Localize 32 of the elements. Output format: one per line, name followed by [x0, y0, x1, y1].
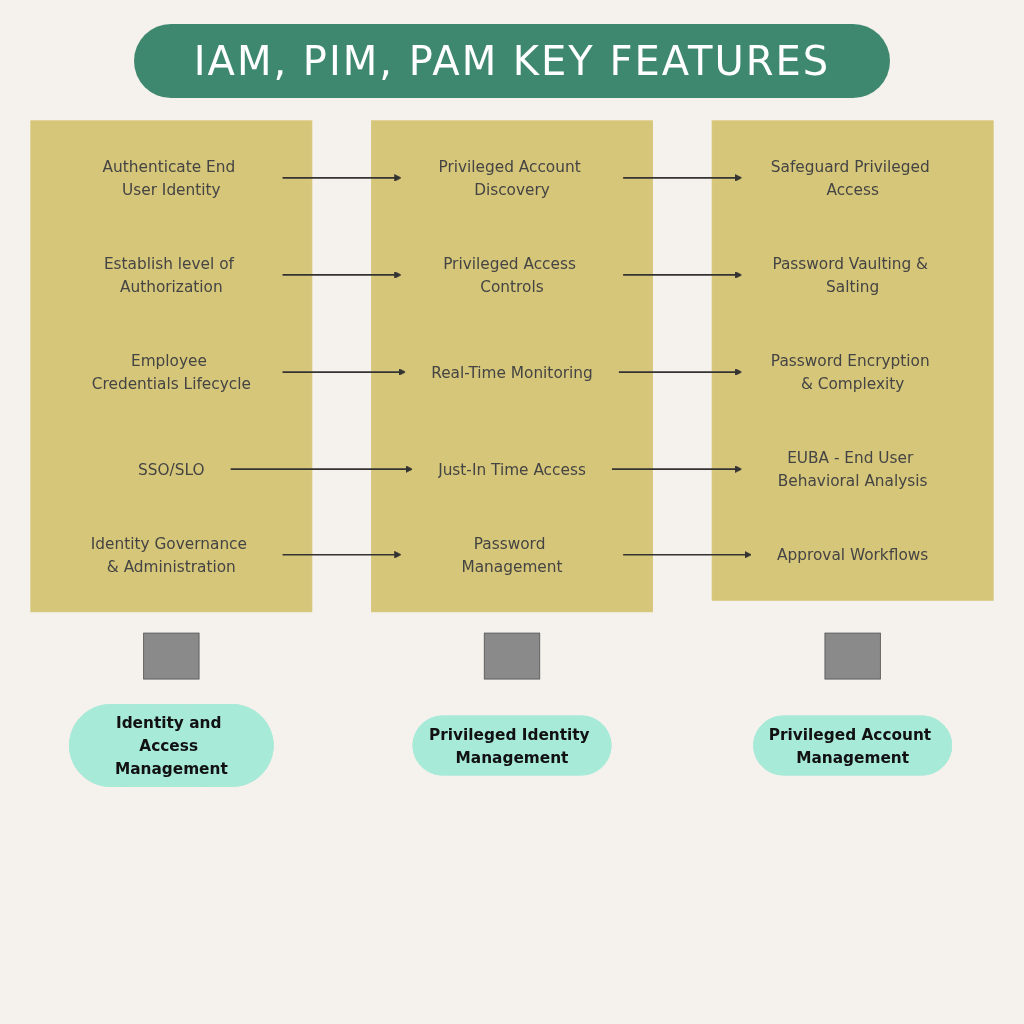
node-box — [143, 632, 200, 680]
node-text: Safeguard Privileged Access — [770, 157, 930, 199]
node-text: Establish level of Authorization — [103, 254, 234, 296]
node-text: Password Management — [461, 534, 563, 576]
node-text: Password Encryption & Complexity — [770, 351, 930, 393]
node-text: EUBA - End User Behavioral Analysis — [777, 448, 928, 490]
arrow — [281, 174, 402, 182]
arrow — [281, 551, 402, 559]
node-text: Privileged Account Discovery — [438, 157, 581, 199]
arrow — [621, 551, 752, 559]
node-text: Password Vaulting & Salting — [772, 254, 929, 296]
node-box — [824, 632, 881, 680]
arrow — [617, 368, 743, 376]
cluster — [30, 120, 313, 613]
arrow — [621, 174, 743, 182]
arrow — [281, 271, 402, 279]
node-text: Real-Time Monitoring — [431, 363, 593, 381]
arrow — [281, 368, 406, 376]
node-box — [483, 632, 541, 680]
title-banner: IAM, PIM, PAM KEY FEATURES — [133, 24, 891, 98]
node-text: Employee Credentials Lifecycle — [91, 351, 251, 393]
arrow — [610, 465, 743, 473]
node-text: Approval Workflows — [777, 545, 929, 564]
node-text: Identity Governance & Administration — [90, 534, 247, 576]
cluster — [711, 120, 994, 601]
node-text: Authenticate End User Identity — [102, 157, 236, 199]
node-text: Just-In Time Access — [438, 460, 586, 479]
arrow — [229, 465, 413, 473]
arrow — [621, 271, 743, 279]
cluster — [371, 120, 653, 613]
node-text: SSO/SLO — [138, 460, 205, 479]
node-text: Privileged Access Controls — [443, 254, 576, 296]
